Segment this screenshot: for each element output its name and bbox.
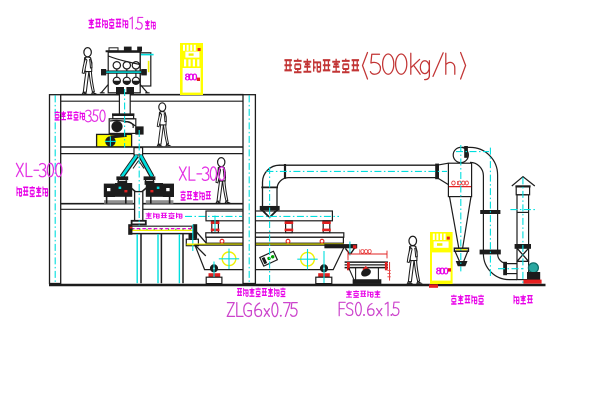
svg-text:800: 800 [436, 266, 449, 277]
svg-text:800: 800 [185, 72, 198, 83]
